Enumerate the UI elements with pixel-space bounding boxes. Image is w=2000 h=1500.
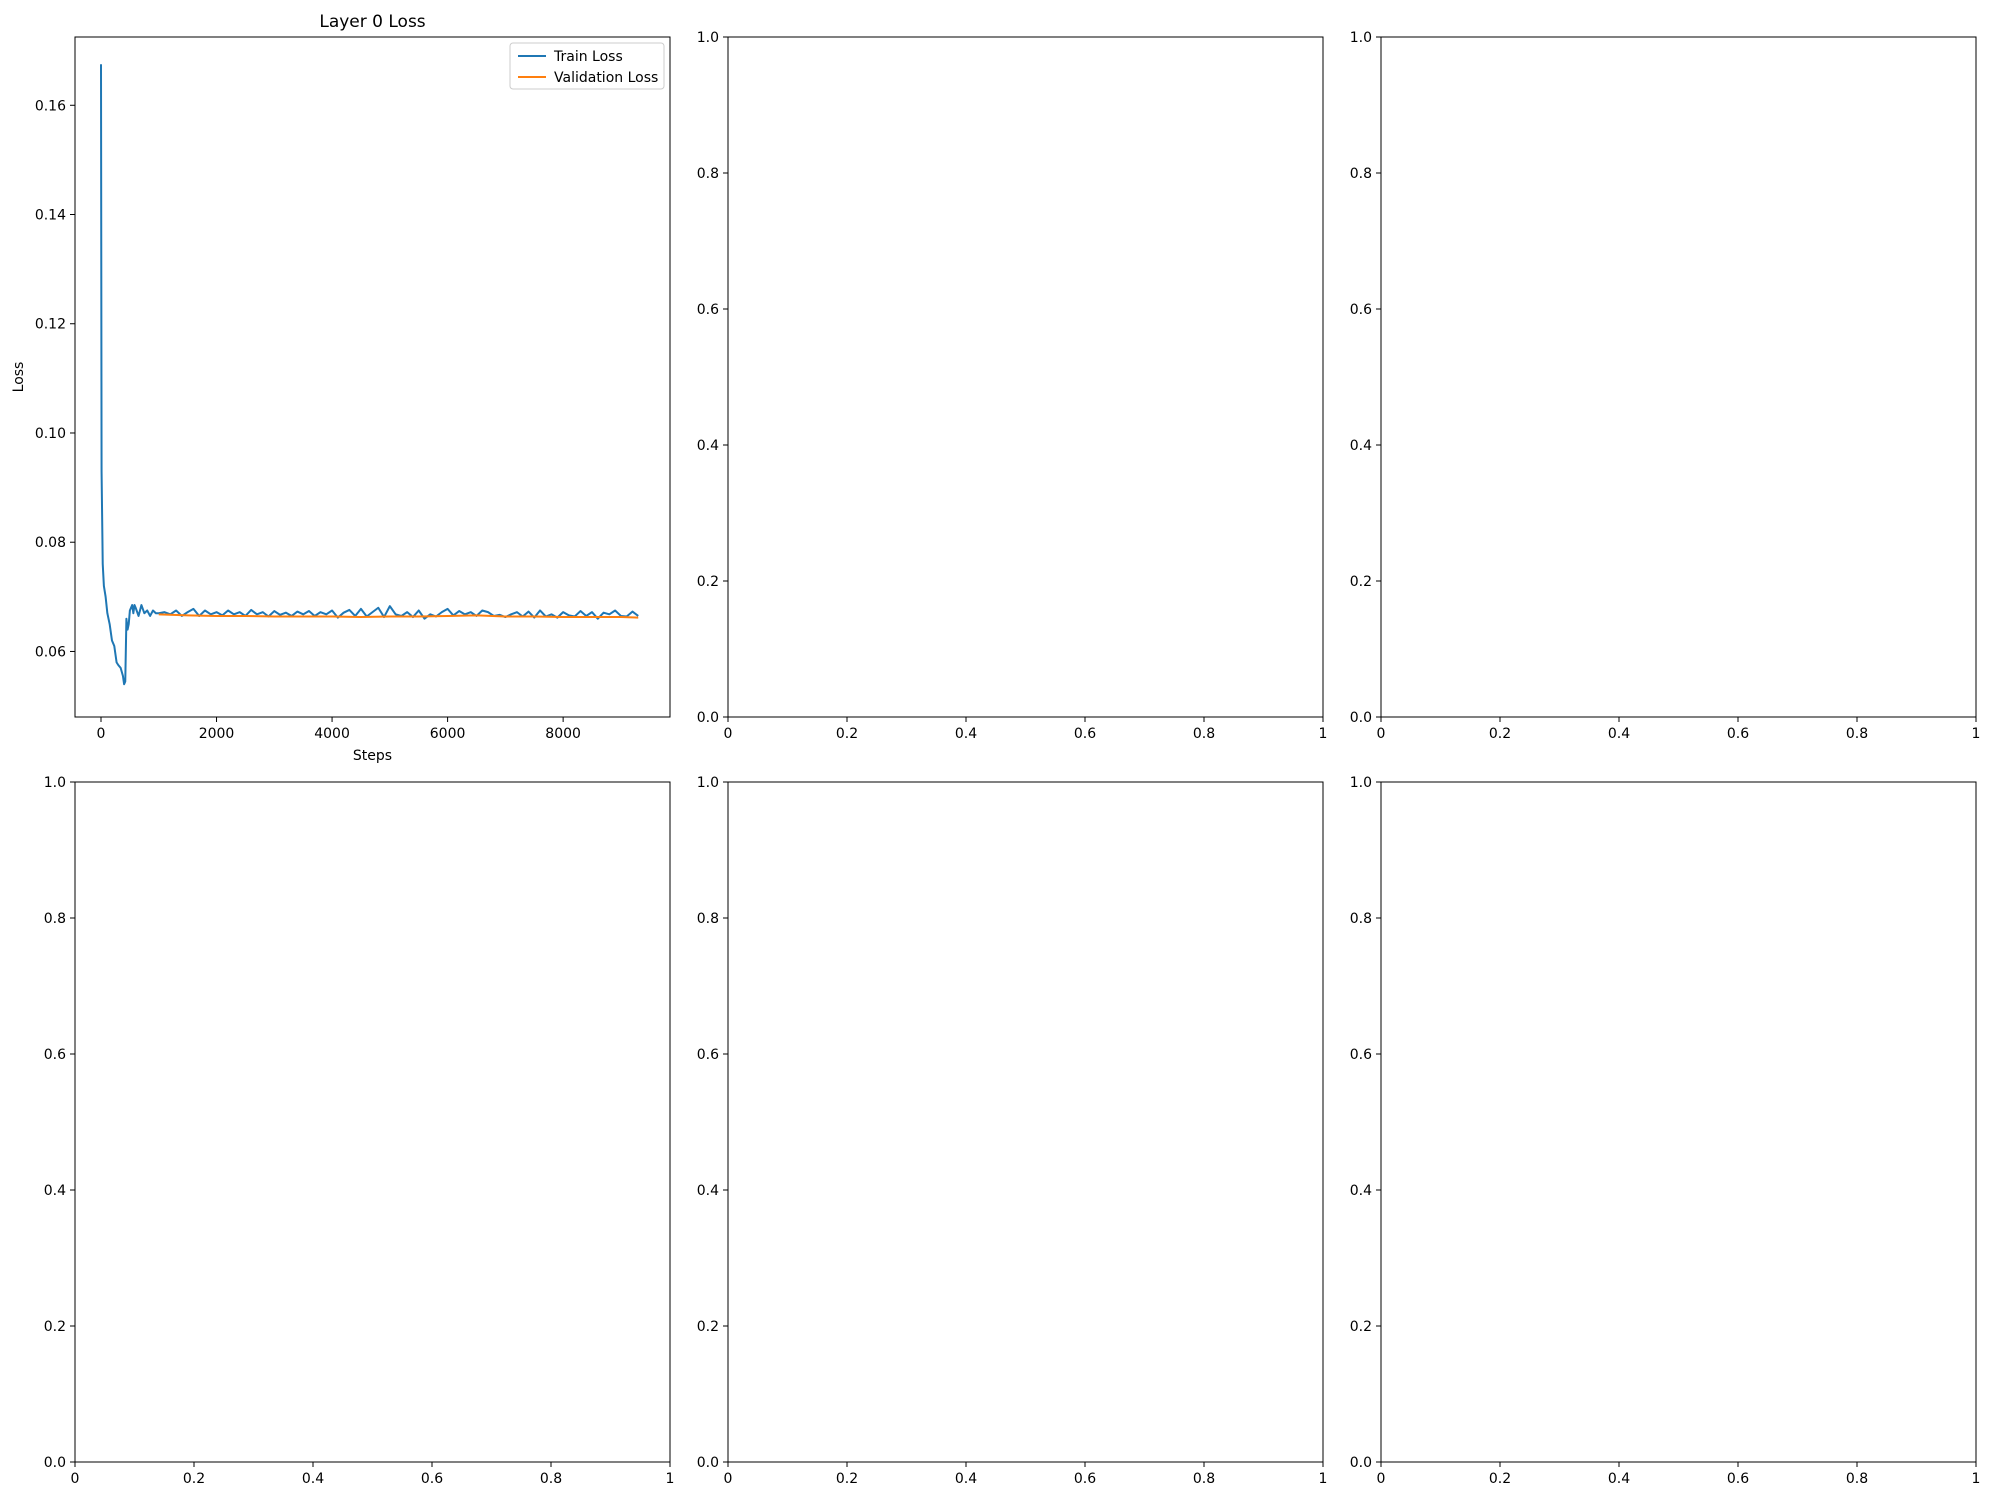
- axes-frame: [74, 36, 671, 718]
- y-tick-label: 1.0: [44, 775, 66, 791]
- y-tick-label: 0.0: [1350, 710, 1372, 726]
- y-tick-label: 0.06: [35, 644, 66, 660]
- y-tick-label: 0.4: [697, 1183, 719, 1199]
- x-tick-label: 0: [1377, 1471, 1386, 1487]
- x-tick-label: 1: [1319, 1471, 1328, 1487]
- y-tick-label: 0.10: [35, 426, 66, 442]
- y-tick-label: 0.6: [1350, 1047, 1372, 1063]
- y-tick-label: 0.2: [44, 1319, 66, 1335]
- x-tick-label: 2000: [199, 726, 235, 742]
- y-tick-label: 0.8: [44, 911, 66, 927]
- y-tick-label: 1.0: [697, 775, 719, 791]
- x-tick-label: 0.6: [1074, 726, 1096, 742]
- x-tick-label: 0.8: [1846, 1471, 1868, 1487]
- y-tick-label: 0.12: [35, 317, 66, 333]
- y-tick-label: 1.0: [697, 30, 719, 46]
- x-tick-label: 1: [1972, 1471, 1981, 1487]
- x-tick-label: 0.2: [1489, 1471, 1511, 1487]
- y-tick-label: 0.0: [697, 710, 719, 726]
- y-tick-label: 0.6: [697, 302, 719, 318]
- x-tick-label: 0.4: [1608, 1471, 1630, 1487]
- legend-box: [509, 42, 665, 90]
- x-tick-label: 0.2: [836, 1471, 858, 1487]
- y-tick-label: 0.8: [697, 911, 719, 927]
- axes-frame: [727, 781, 1324, 1463]
- y-tick-label: 0.14: [35, 208, 66, 224]
- x-tick-label: 0.2: [836, 726, 858, 742]
- y-tick-label: 0.6: [1350, 302, 1372, 318]
- x-tick-label: 1: [1972, 726, 1981, 742]
- subplot-1: 0 2000 4000 6000 8000 0.06 0.08 0.10 0.12 0.14 0.1…: [11, 12, 671, 764]
- legend-label: Validation Loss: [554, 70, 658, 86]
- y-tick-label: 1.0: [1350, 30, 1372, 46]
- x-tick-label: 0.8: [540, 1471, 562, 1487]
- subplot-3: 0 0.2 0.4 0.6 0.8 1 0.0 0.2 0.4 0.6 0.8 1.0: [1350, 30, 1981, 742]
- x-tick-label: 0.2: [183, 1471, 205, 1487]
- y-tick-label: 0.0: [697, 1455, 719, 1471]
- y-tick-label: 0.4: [697, 438, 719, 454]
- series-line-validation-loss: [158, 613, 639, 619]
- y-tick-label: 0.16: [35, 98, 66, 114]
- y-tick-label: 1.0: [1350, 775, 1372, 791]
- y-tick-label: 0.2: [697, 574, 719, 590]
- x-tick-label: 0: [97, 726, 106, 742]
- y-axis-label: Loss: [11, 362, 27, 393]
- x-tick-label: 0.8: [1846, 726, 1868, 742]
- y-tick-label: 0.4: [1350, 1183, 1372, 1199]
- x-tick-label: 6000: [430, 726, 466, 742]
- series-line-train-loss: [100, 64, 639, 686]
- chart-title: Layer 0 Loss: [319, 12, 425, 32]
- axes-frame: [727, 36, 1324, 718]
- x-tick-label: 0.6: [421, 1471, 443, 1487]
- y-tick-label: 0.0: [1350, 1455, 1372, 1471]
- subplot-4: 0 0.2 0.4 0.6 0.8 1 0.0 0.2 0.4 0.6 0.8 1.0: [44, 775, 675, 1487]
- x-tick-label: 0.4: [1608, 726, 1630, 742]
- subplot-2: 0 0.2 0.4 0.6 0.8 1 0.0 0.2 0.4 0.6 0.8 1.0: [697, 30, 1328, 742]
- x-tick-label: 0: [71, 1471, 80, 1487]
- axes-frame: [74, 781, 671, 1463]
- y-tick-label: 0.0: [44, 1455, 66, 1471]
- y-tick-label: 0.2: [697, 1319, 719, 1335]
- x-tick-label: 0: [724, 726, 733, 742]
- y-tick-label: 0.8: [1350, 166, 1372, 182]
- x-tick-label: 8000: [545, 726, 581, 742]
- y-tick-label: 0.6: [697, 1047, 719, 1063]
- x-tick-label: 0.6: [1074, 1471, 1096, 1487]
- x-tick-label: 0.6: [1727, 1471, 1749, 1487]
- x-tick-label: 0: [724, 1471, 733, 1487]
- x-axis-label: Steps: [353, 748, 392, 764]
- y-tick-label: 0.08: [35, 535, 66, 551]
- subplot-6: 0 0.2 0.4 0.6 0.8 1 0.0 0.2 0.4 0.6 0.8 1.0: [1350, 775, 1981, 1487]
- y-tick-label: 0.2: [1350, 1319, 1372, 1335]
- x-tick-label: 0.4: [955, 1471, 977, 1487]
- x-tick-label: 0.8: [1193, 726, 1215, 742]
- x-tick-label: 1: [666, 1471, 675, 1487]
- legend-label: Train Loss: [553, 49, 623, 65]
- y-tick-label: 0.4: [1350, 438, 1372, 454]
- x-tick-label: 0.4: [955, 726, 977, 742]
- y-tick-label: 0.8: [697, 166, 719, 182]
- axes-frame: [1380, 781, 1977, 1463]
- x-tick-label: 0.2: [1489, 726, 1511, 742]
- x-tick-label: 4000: [314, 726, 350, 742]
- subplot-5: 0 0.2 0.4 0.6 0.8 1 0.0 0.2 0.4 0.6 0.8 1.0: [697, 775, 1328, 1487]
- x-tick-label: 0.4: [302, 1471, 324, 1487]
- x-tick-label: 0.8: [1193, 1471, 1215, 1487]
- x-tick-label: 1: [1319, 726, 1328, 742]
- x-tick-label: 0: [1377, 726, 1386, 742]
- axes-frame: [1380, 36, 1977, 718]
- x-tick-label: 0.6: [1727, 726, 1749, 742]
- y-tick-label: 0.2: [1350, 574, 1372, 590]
- y-tick-label: 0.6: [44, 1047, 66, 1063]
- y-tick-label: 0.8: [1350, 911, 1372, 927]
- y-tick-label: 0.4: [44, 1183, 66, 1199]
